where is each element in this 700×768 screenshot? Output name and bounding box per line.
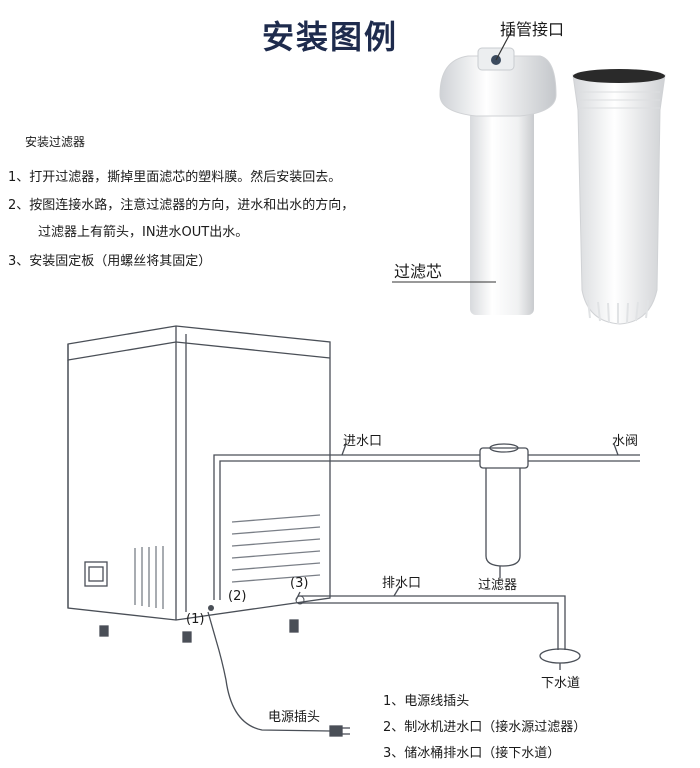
diagram-filter-head xyxy=(479,447,529,469)
instruction-step-3: 3、安装固定板（用螺丝将其固定） xyxy=(8,254,212,269)
power-cord xyxy=(207,611,331,732)
inlet-label: 进水口 xyxy=(343,434,383,449)
legend-item-3: 3、储冰桶排水口（接下水道） xyxy=(383,746,561,761)
power-plug-label: 电源插头 xyxy=(268,710,321,725)
instructions-heading: 安装过滤器 xyxy=(25,135,86,149)
instruction-step-2-cont: 过滤器上有箭头，IN进水OUT出水。 xyxy=(38,225,249,240)
instruction-step-2: 2、按图连接水路，注意过滤器的方向，进水和出水的方向， xyxy=(8,198,355,213)
marker-3: (3) xyxy=(290,576,309,591)
cartridge-label: 过滤芯 xyxy=(394,262,443,281)
marker-2: (2) xyxy=(228,589,247,604)
legend-item-1: 1、电源线插头 xyxy=(383,694,470,709)
drain-pipe xyxy=(298,595,566,650)
diagram-filter-body xyxy=(485,468,521,567)
instruction-step-1: 1、打开过滤器，撕掉里面滤芯的塑料膜。然后安装回去。 xyxy=(8,170,342,185)
sewer-drain xyxy=(539,648,581,664)
page-title: 安装图例 xyxy=(262,18,399,56)
control-panel xyxy=(84,561,108,587)
marker-1: (1) xyxy=(186,612,205,627)
drain-port-label: 排水口 xyxy=(382,576,422,591)
filter-label: 过滤器 xyxy=(478,578,518,593)
power-plug xyxy=(329,725,343,737)
inlet-pipe xyxy=(213,454,480,600)
filter-cap xyxy=(439,55,557,117)
valve-label: 水阀 xyxy=(612,434,639,449)
port-label: 插管接口 xyxy=(500,20,565,39)
sewer-label: 下水道 xyxy=(541,676,581,691)
legend-item-2: 2、制冰机进水口（接水源过滤器） xyxy=(383,720,587,735)
cartridge-body xyxy=(470,105,534,315)
